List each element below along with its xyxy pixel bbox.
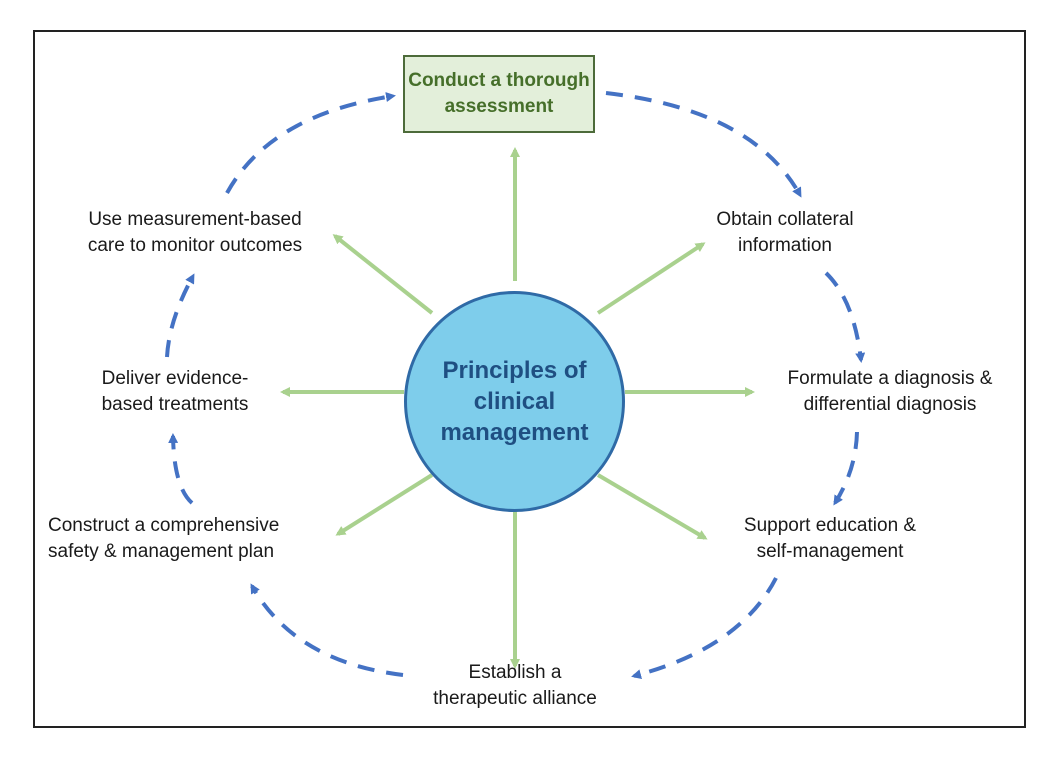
cycle-arrow-deliver-to-measure <box>165 273 195 358</box>
cycle-arrow-obtain-to-formulate <box>824 271 866 363</box>
node-support-education: Support education & self-management <box>743 515 917 562</box>
node-conduct-assessment: Conduct a thorough assessment <box>403 55 595 133</box>
spoke-top-right <box>596 242 706 315</box>
cycle-arrow-establish-to-construct <box>250 583 404 677</box>
node-establish-alliance: Establish a therapeutic alliance <box>433 662 597 709</box>
cycle-arrow-measure-to-assess <box>225 92 396 194</box>
center-label: Principles of clinical management <box>440 356 589 447</box>
cycle-arrow-formulate-to-support <box>833 431 859 506</box>
cycle-arrow-assess-to-obtain <box>605 91 802 198</box>
node-measurement-care: Use measurement-based care to monitor ou… <box>87 209 303 256</box>
cycle-arrow-support-to-establish <box>631 577 778 680</box>
center-circle: Principles of clinical management <box>404 291 625 512</box>
node-obtain-collateral: Obtain collateral information <box>716 209 854 256</box>
diagram-frame <box>33 30 1026 728</box>
node-construct-plan: Construct a comprehensive safety & manag… <box>48 515 280 562</box>
spoke-top-left <box>332 234 434 315</box>
cycle-arrow-construct-to-deliver <box>168 433 194 505</box>
node-deliver-treatments: Deliver evidence- based treatments <box>101 368 249 415</box>
spoke-bottom-left <box>335 473 434 536</box>
node-formulate-diagnosis: Formulate a diagnosis & differential dia… <box>787 368 993 415</box>
spoke-bottom-right <box>596 473 708 540</box>
